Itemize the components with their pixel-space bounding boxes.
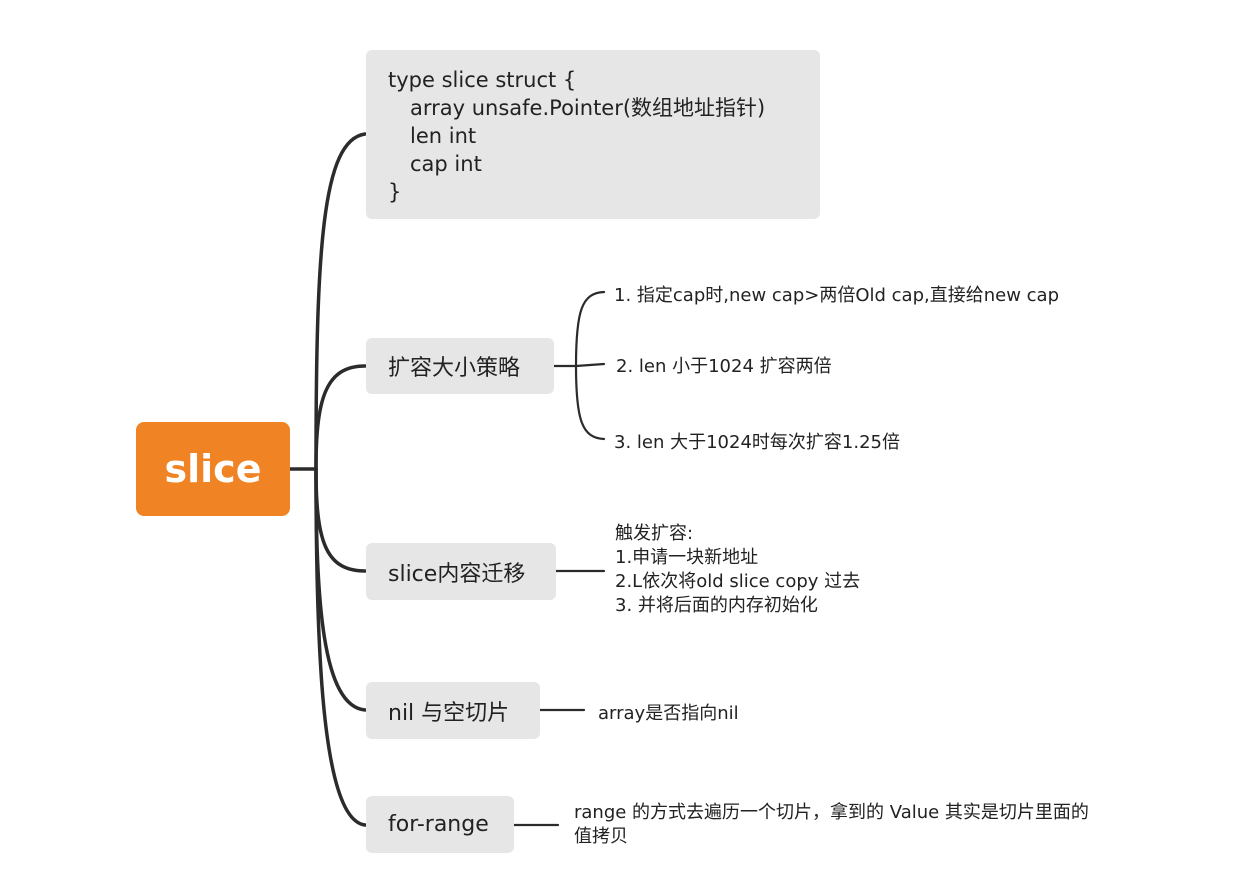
growth-branch-1 <box>574 290 606 368</box>
growth-item-1[interactable]: 1. 指定cap时,new cap>两倍Old cap,直接给new cap <box>614 285 1059 306</box>
for-range-note-line-2: 值拷贝 <box>574 826 628 847</box>
nil-note[interactable]: array是否指向nil <box>598 703 739 724</box>
migration-line-3: 2.L依次将old slice copy 过去 <box>615 571 861 592</box>
branch-forrange <box>314 467 367 827</box>
branch-growth <box>314 364 367 471</box>
root-node[interactable]: slice <box>136 422 290 516</box>
branch-migrate <box>314 467 367 573</box>
struct-definition-node[interactable]: type slice struct { array unsafe.Pointer… <box>366 50 820 219</box>
for-range-note[interactable]: range 的方式去遍历一个切片，拿到的 Value 其实是切片里面的 值拷贝 <box>574 801 1089 849</box>
branch-struct <box>314 132 367 471</box>
growth-item-2[interactable]: 2. len 小于1024 扩容两倍 <box>616 356 832 377</box>
migration-line-4: 3. 并将后面的内存初始化 <box>615 595 818 616</box>
nil-empty-slice-node[interactable]: nil 与空切片 <box>366 682 540 739</box>
content-migration-label: slice内容迁移 <box>388 561 526 587</box>
growth-strategy-node[interactable]: 扩容大小策略 <box>366 338 554 394</box>
for-range-label: for-range <box>388 812 489 837</box>
root-label: slice <box>164 447 262 491</box>
content-migration-node[interactable]: slice内容迁移 <box>366 543 556 600</box>
growth-branch-3 <box>574 364 606 441</box>
migration-line-1: 触发扩容: <box>615 523 694 544</box>
for-range-note-line-1: range 的方式去遍历一个切片，拿到的 Value 其实是切片里面的 <box>574 802 1089 823</box>
growth-strategy-label: 扩容大小策略 <box>388 356 521 381</box>
struct-line-3: len int <box>410 124 477 148</box>
migration-steps[interactable]: 触发扩容: 1.申请一块新地址 2.L依次将old slice copy 过去 … <box>615 522 860 618</box>
migration-line-2: 1.申请一块新地址 <box>615 547 759 568</box>
struct-line-1: type slice struct { <box>388 68 577 92</box>
growth-item-3[interactable]: 3. len 大于1024时每次扩容1.25倍 <box>614 432 900 453</box>
for-range-node[interactable]: for-range <box>366 796 514 853</box>
struct-line-2: array unsafe.Pointer(数组地址指针) <box>410 96 766 120</box>
struct-line-4: cap int <box>410 152 482 176</box>
growth-branch-2 <box>574 362 606 368</box>
struct-line-5: } <box>388 180 402 204</box>
branch-nil <box>314 467 367 712</box>
nil-empty-slice-label: nil 与空切片 <box>388 700 510 726</box>
